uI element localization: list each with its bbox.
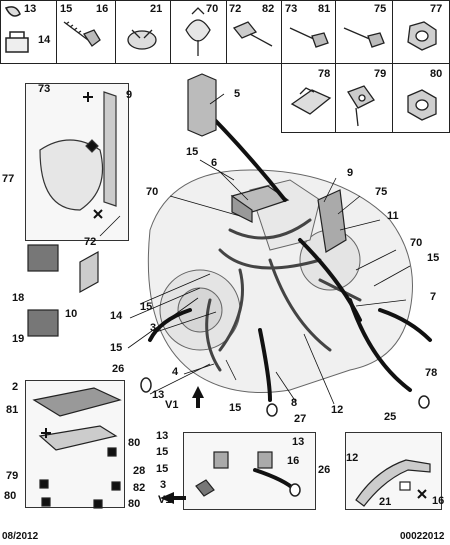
- ecu-box-drawing: [32, 387, 122, 509]
- callout-80-left: 80: [4, 490, 17, 502]
- callout-26-main: 26: [112, 363, 125, 375]
- callout-12-bracket: 12: [346, 452, 359, 464]
- clip-13-drawing: [4, 6, 29, 53]
- part-number-16: 16: [96, 3, 109, 15]
- part-number-75: 75: [374, 3, 387, 15]
- relay-box: [230, 185, 290, 223]
- callout-5: 5: [234, 88, 241, 100]
- callout-78: 78: [425, 367, 438, 379]
- footer-date: 08/2012: [2, 531, 39, 542]
- plug-21-drawing: [127, 29, 157, 50]
- part-number-80: 80: [430, 68, 443, 80]
- footer-reference: 00022012: [400, 531, 445, 542]
- v1-arrow-detail: [160, 492, 186, 504]
- nut-80-drawing: [407, 89, 437, 121]
- bolt-75-drawing: [343, 27, 385, 48]
- callout-2: 2: [12, 381, 19, 393]
- part-number-14: 14: [38, 34, 51, 46]
- nut-77-drawing: [407, 21, 437, 51]
- callout-3-detail: 3: [160, 479, 167, 491]
- part-number-77: 77: [430, 3, 443, 15]
- clamp-70-drawing: [185, 7, 211, 56]
- callout-21-bracket: 21: [379, 496, 392, 508]
- callout-9-main: 9: [347, 167, 354, 179]
- callout-v1-main: V1: [165, 399, 179, 411]
- callout-7: 7: [430, 291, 437, 303]
- callout-19: 19: [12, 333, 25, 345]
- harness-bracket-drawing: [355, 459, 431, 507]
- callout-v1-detail: V1: [158, 494, 172, 506]
- part-number-70: 70: [206, 3, 219, 15]
- callout-14: 14: [110, 310, 123, 322]
- callout-70-left: 70: [146, 186, 159, 198]
- callout-79: 79: [6, 470, 19, 482]
- callout-15-detail-b: 15: [156, 463, 169, 475]
- callout-28: 28: [133, 465, 146, 477]
- callout-10: 10: [65, 308, 78, 320]
- callout-3-main: 3: [150, 322, 157, 334]
- connector-strip: [317, 189, 347, 253]
- callout-15-detail-a: 15: [156, 446, 169, 458]
- v1-arrow-main: [192, 386, 204, 408]
- callout-77-inset: 77: [2, 173, 15, 185]
- part-number-82: 82: [262, 3, 275, 15]
- callout-25: 25: [384, 411, 397, 423]
- grommets: [140, 377, 430, 497]
- callout-81: 81: [6, 404, 19, 416]
- bolt-15-drawing: [63, 21, 101, 47]
- callout-9-inset: 9: [126, 89, 133, 101]
- part-number-72: 72: [229, 3, 242, 15]
- part-number-15: 15: [60, 3, 73, 15]
- callout-16-bracket: 16: [432, 495, 445, 507]
- gearbox-housing: [147, 169, 413, 393]
- part-number-78: 78: [318, 68, 331, 80]
- nut-clip-72-drawing: [232, 21, 273, 47]
- part-number-79: 79: [374, 68, 387, 80]
- bracket-detail-drawing: [39, 91, 117, 219]
- callout-16-detail: 16: [287, 455, 300, 467]
- callout-73: 73: [38, 83, 51, 95]
- callout-13-detail-right: 13: [292, 436, 305, 448]
- callout-80-right: 80: [128, 437, 141, 449]
- callout-15-right: 15: [427, 252, 440, 264]
- callout-27: 27: [294, 413, 307, 425]
- callout-13-main: 13: [152, 389, 165, 401]
- callout-75: 75: [375, 186, 388, 198]
- cover-5: [187, 73, 217, 137]
- callout-4: 4: [172, 366, 179, 378]
- callout-15-bottom: 15: [229, 402, 242, 414]
- callout-8: 8: [291, 397, 298, 409]
- relays: [27, 244, 99, 337]
- leader-lines: [99, 93, 411, 405]
- nut-clip-79-drawing: [347, 85, 375, 127]
- part-number-81: 81: [318, 3, 331, 15]
- lower-connector-drawing: [195, 451, 273, 497]
- lower-connector-detail-inset: [183, 432, 316, 510]
- callout-15-left: 15: [110, 342, 123, 354]
- callout-6: 6: [211, 157, 218, 169]
- part-number-13: 13: [24, 3, 37, 15]
- callout-15-mid: 15: [140, 301, 153, 313]
- callout-11: 11: [387, 210, 399, 222]
- callout-18: 18: [12, 292, 25, 304]
- clip-78-drawing: [290, 87, 332, 115]
- callout-26-detail: 26: [318, 464, 331, 476]
- callout-13-detail: 13: [156, 430, 169, 442]
- callout-70-right: 70: [410, 237, 423, 249]
- callout-80-bottom: 80: [128, 498, 141, 510]
- callout-12-main: 12: [331, 404, 344, 416]
- callout-82: 82: [133, 482, 146, 494]
- callout-72-inset: 72: [84, 236, 97, 248]
- callout-15-top: 15: [186, 146, 199, 158]
- part-number-21: 21: [150, 3, 163, 15]
- bolt-73-drawing: [289, 27, 329, 48]
- part-number-73: 73: [285, 3, 298, 15]
